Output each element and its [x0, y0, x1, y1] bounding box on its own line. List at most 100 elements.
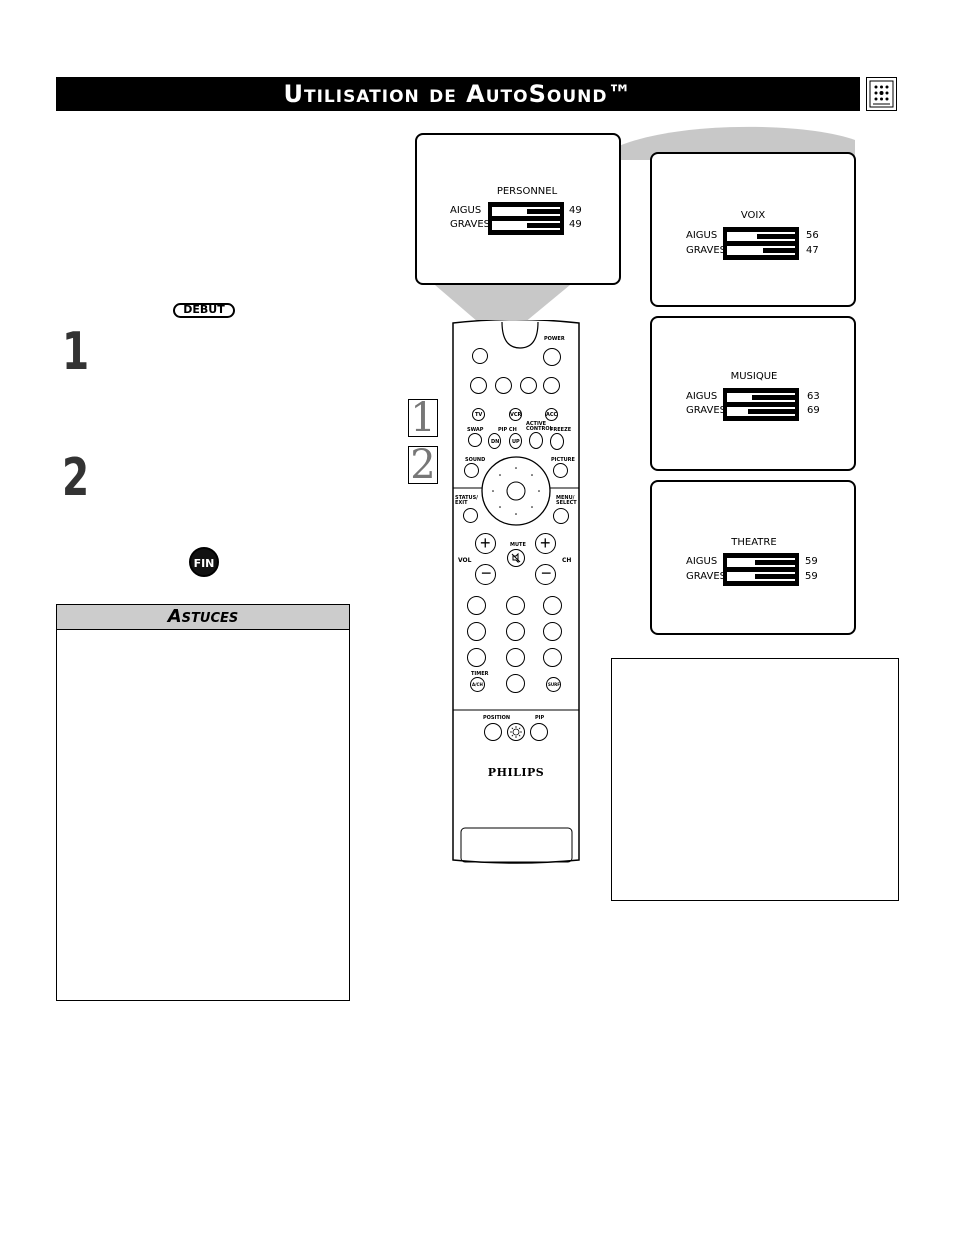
- end-badge: FIN: [189, 547, 219, 577]
- screen-musique: MUSIQUE AIGUS GRAVES 63 69: [650, 316, 856, 471]
- pip-button[interactable]: [530, 723, 548, 741]
- position-button[interactable]: [484, 723, 502, 741]
- digit-2-button[interactable]: [506, 596, 525, 615]
- volume-down-button[interactable]: [475, 564, 496, 585]
- bass-value: 59: [805, 571, 818, 582]
- status-exit-label: STATUS/ EXIT: [455, 495, 479, 506]
- treble-track: [492, 207, 560, 216]
- surf-button[interactable]: [546, 677, 561, 692]
- picture-label: PICTURE: [551, 457, 575, 463]
- power-label: POWER: [544, 336, 565, 342]
- screen-title: PERSONNEL: [496, 186, 558, 197]
- pip-ch-down-button[interactable]: [488, 433, 501, 449]
- remote-thumbnail-icon: [866, 77, 897, 111]
- treble-value: 49: [569, 205, 582, 216]
- power-button[interactable]: [543, 348, 561, 366]
- start-badge: DEBUT: [173, 303, 235, 318]
- mute-icon: [511, 552, 521, 564]
- step-number-2: 2: [62, 448, 90, 508]
- sound-label: SOUND: [465, 457, 486, 463]
- menu-select-button[interactable]: [553, 508, 569, 524]
- acc-button[interactable]: [545, 408, 558, 421]
- pause-button[interactable]: [472, 348, 488, 364]
- bass-fill: [748, 409, 795, 414]
- sound-button[interactable]: [464, 463, 479, 478]
- volume-up-button[interactable]: [475, 533, 496, 554]
- ch-label: CH: [562, 557, 572, 564]
- menu-select-label: MENU/ SELECT: [556, 495, 577, 506]
- screen-personnel: PERSONNEL AIGUS GRAVES 49 49: [415, 133, 621, 285]
- up-label: UP: [512, 439, 520, 445]
- screen-theatre: THEATRE AIGUS GRAVES 59 59: [650, 480, 856, 635]
- bass-track: [727, 246, 795, 255]
- plus-icon: +: [480, 533, 491, 553]
- treble-label: AIGUS: [686, 230, 718, 241]
- treble-track: [727, 393, 795, 402]
- digit-4-button[interactable]: [467, 622, 486, 641]
- vcr-label: VCR: [510, 412, 522, 418]
- mute-label: MUTE: [510, 542, 526, 548]
- digit-5-button[interactable]: [506, 622, 525, 641]
- active-control-button[interactable]: [529, 432, 543, 449]
- page-title: Utilisation de AutoSound™: [56, 77, 860, 111]
- fast-forward-button[interactable]: [543, 377, 560, 394]
- treble-track: [727, 232, 795, 241]
- digit-1-button[interactable]: [467, 596, 486, 615]
- vol-label: VOL: [458, 557, 472, 564]
- treble-fill: [756, 234, 795, 239]
- minus-icon: −: [541, 563, 552, 583]
- treble-value: 56: [806, 230, 819, 241]
- digit-9-button[interactable]: [543, 648, 562, 667]
- pip-label: PIP: [535, 715, 545, 721]
- minus-icon: −: [481, 563, 492, 583]
- step-number-1: 1: [62, 322, 90, 382]
- position-label: POSITION: [483, 715, 511, 721]
- callout-1: 1: [408, 398, 438, 438]
- treble-value: 63: [807, 391, 820, 402]
- surf-label: SURF: [548, 682, 560, 687]
- bass-fill: [754, 574, 795, 579]
- callout-2: 2: [408, 445, 438, 485]
- info-box: [611, 658, 899, 901]
- digit-0-button[interactable]: [506, 674, 525, 693]
- light-button[interactable]: [507, 723, 525, 741]
- bass-track: [727, 407, 795, 416]
- picture-button[interactable]: [553, 463, 568, 478]
- slider-panel: [488, 202, 564, 235]
- bass-value: 49: [569, 219, 582, 230]
- slider-panel: [723, 388, 799, 421]
- bass-track: [492, 221, 560, 230]
- play-button[interactable]: [520, 377, 537, 394]
- treble-label: AIGUS: [686, 391, 718, 402]
- timer-label: TIMER: [471, 671, 489, 677]
- treble-track: [727, 558, 795, 567]
- freeze-button[interactable]: [550, 433, 564, 450]
- screen-title: MUSIQUE: [730, 371, 778, 382]
- treble-value: 59: [805, 556, 818, 567]
- tips-title: Astuces: [57, 605, 349, 630]
- tips-box: Astuces: [56, 604, 350, 1001]
- bass-value: 47: [806, 245, 819, 256]
- freeze-label: FREEZE: [550, 427, 572, 433]
- channel-up-button[interactable]: [535, 533, 556, 554]
- mute-button[interactable]: [507, 549, 525, 567]
- bass-track: [727, 572, 795, 581]
- av-button[interactable]: [470, 677, 485, 692]
- swap-button[interactable]: [468, 433, 482, 447]
- status-exit-button[interactable]: [463, 508, 478, 523]
- swap-label: SWAP: [467, 427, 484, 433]
- pip-ch-up-button[interactable]: [509, 433, 522, 449]
- digit-6-button[interactable]: [543, 622, 562, 641]
- screen-title: THEATRE: [731, 537, 777, 548]
- vcr-button[interactable]: [509, 408, 522, 421]
- remote-control: POWER TV VCR ACC SWAP PIP CH ACTIVE CONT…: [450, 320, 582, 864]
- digit-8-button[interactable]: [506, 648, 525, 667]
- rewind-button[interactable]: [470, 377, 487, 394]
- channel-down-button[interactable]: [535, 564, 556, 585]
- digit-7-button[interactable]: [467, 648, 486, 667]
- bass-label: GRAVES: [686, 245, 726, 256]
- digit-3-button[interactable]: [543, 596, 562, 615]
- stop-button[interactable]: [495, 377, 512, 394]
- bass-fill: [763, 248, 795, 253]
- tv-button[interactable]: [472, 408, 485, 421]
